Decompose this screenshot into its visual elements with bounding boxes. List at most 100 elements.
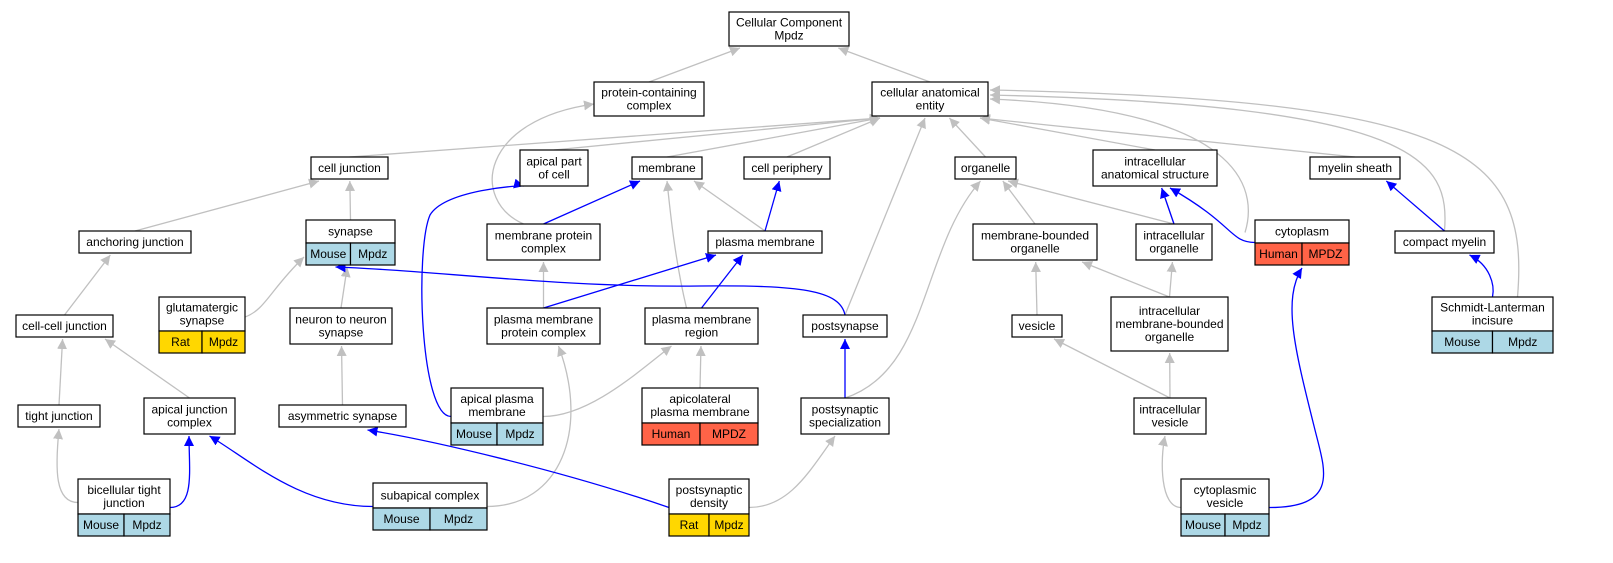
edge-cyt-to-ias (1169, 187, 1256, 244)
node-ves[interactable]: vesicle (1011, 314, 1063, 338)
edge-cm-to-cae (989, 90, 1446, 232)
species-cell-mouse (1224, 513, 1270, 537)
node-ms[interactable]: myelin sheath (1309, 156, 1401, 180)
edge-alpm-to-pmr (695, 345, 706, 389)
edge-sli-to-cae (989, 85, 1520, 298)
node-label-line: of cell (538, 168, 569, 182)
node-box (486, 223, 601, 261)
species-cell-label: Mouse (83, 518, 119, 532)
species-cell-label: Human (1259, 247, 1298, 261)
node-label-line: synapse (328, 225, 373, 239)
node-label-line: myelin sheath (1318, 161, 1392, 175)
node-mem[interactable]: membrane (631, 156, 703, 180)
node-label-line: apical part (526, 155, 582, 169)
edge-mbo-to-org (1002, 180, 1036, 225)
edge-ccj-to-aj (63, 254, 111, 316)
node-box (644, 307, 759, 345)
node-box (310, 156, 389, 180)
node-label-line: membrane-bounded (981, 229, 1089, 243)
edge-ias-to-cae (979, 114, 1156, 151)
node-box (519, 149, 589, 187)
node-org[interactable]: organelle (954, 156, 1017, 180)
edge-post-to-cae (844, 117, 926, 316)
edge-tj-to-ccj (57, 338, 68, 406)
node-box (743, 156, 831, 180)
edge-sac-to-ajc (209, 435, 374, 508)
node-cm[interactable]: compact myelin (1394, 230, 1495, 254)
node-label-line: junction (102, 496, 144, 510)
node-label-line: region (685, 326, 718, 340)
node-tj[interactable]: tight junction (17, 404, 101, 428)
node-box (1431, 296, 1554, 332)
node-aj[interactable]: anchoring junction (78, 230, 192, 254)
species-cell-label: Mpdz (209, 335, 238, 349)
edge-apc-to-cae (553, 114, 881, 151)
edge-cv-to-iv (1158, 435, 1182, 509)
node-label-line: anchoring junction (86, 235, 183, 249)
edge-post-to-syn (335, 262, 846, 316)
edge-apm-to-pmr (542, 345, 672, 418)
edge-sli-to-cm (1469, 254, 1494, 298)
species-cell-label: Mouse (310, 247, 346, 261)
node-box (289, 307, 393, 345)
node-ccj[interactable]: cell-cell junction (15, 314, 114, 338)
node-box (972, 223, 1098, 261)
edge-ajc-to-ccj (104, 338, 190, 399)
node-label-line: membrane protein (495, 229, 592, 243)
species-cell-label: Human (652, 427, 691, 441)
edge-cae-to-cc (838, 46, 931, 83)
edge-psd-to-asym (367, 426, 670, 509)
species-cell-rat (201, 330, 246, 354)
node-label-line: synapse (180, 314, 225, 328)
node-label-line: synapse (319, 326, 364, 340)
node-cp[interactable]: cell periphery (743, 156, 831, 180)
node-box (631, 156, 703, 180)
node-label-line: apical plasma (460, 392, 534, 406)
node-pm[interactable]: plasma membrane (707, 230, 823, 254)
edge-sac-to-pmpc (486, 345, 572, 508)
species-cell-mouse (1491, 330, 1554, 354)
node-asym[interactable]: asymmetric synapse (278, 404, 407, 428)
node-box (450, 387, 544, 424)
node-post[interactable]: postsynapse (802, 314, 888, 338)
node-label-line: protein complex (501, 326, 586, 340)
node-label-line: organelle (1145, 330, 1195, 344)
edge-imbo-to-io (1166, 261, 1177, 298)
node-label-line: postsynaptic (812, 403, 879, 417)
node-cj[interactable]: cell junction (310, 156, 389, 180)
species-cell-label: Mpdz (358, 247, 387, 261)
edge-ves-to-mbo (1030, 261, 1041, 316)
species-cell-label: Rat (680, 518, 699, 532)
edge-io-to-ias (1160, 187, 1175, 225)
species-cell-human (699, 422, 759, 446)
node-label-line: vesicle (1207, 496, 1244, 510)
node-box (593, 81, 705, 117)
